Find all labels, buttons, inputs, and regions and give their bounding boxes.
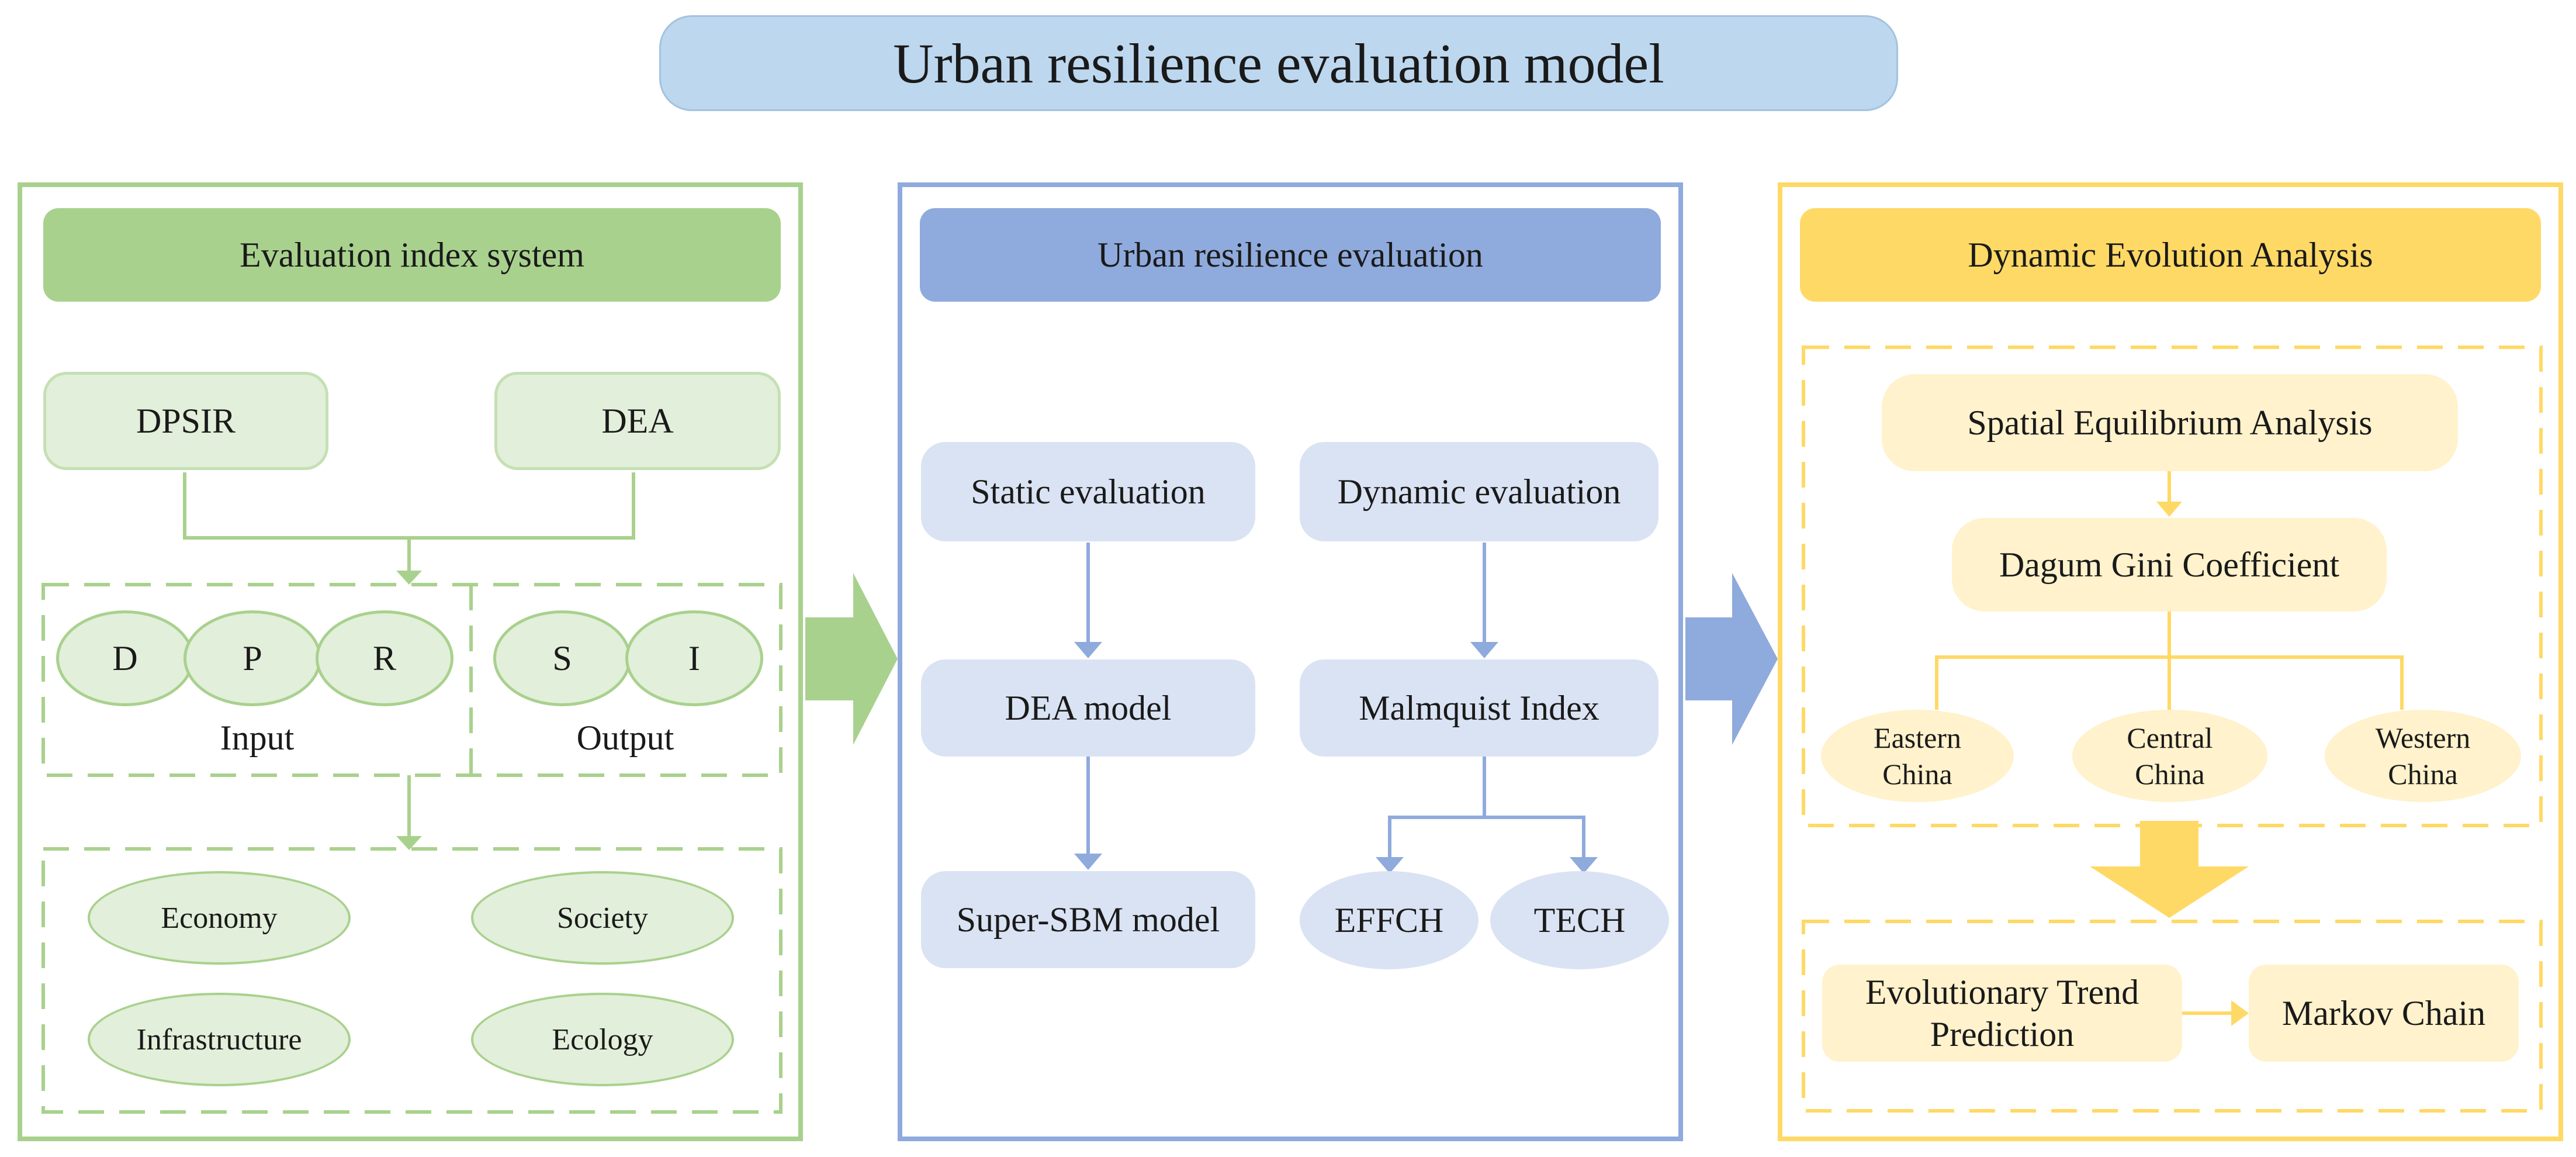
- right-arrow-heads: [2156, 502, 2249, 1026]
- right-connectors: [1935, 471, 2404, 1015]
- category-infrastructure: Infrastructure: [88, 993, 351, 1086]
- label-input: Input: [220, 718, 295, 757]
- node-markov-chain: Markov Chain: [2249, 965, 2519, 1062]
- label-output: Output: [576, 718, 674, 757]
- node-input-p: P: [183, 610, 321, 706]
- header-evaluation-index-system: Evaluation index system: [43, 208, 781, 302]
- node-static-evaluation: Static evaluation: [921, 442, 1255, 541]
- node-effch: EFFCH: [1300, 871, 1479, 969]
- arrow-head-to-categories: [396, 836, 422, 850]
- node-tech: TECH: [1490, 871, 1669, 969]
- left-dashed-frames: [41, 583, 783, 1114]
- node-super-sbm-model: Super-SBM model: [921, 871, 1255, 968]
- node-input-d: D: [56, 610, 194, 706]
- node-spatial-equilibrium-analysis: Spatial Equilibrium Analysis: [1882, 374, 2458, 471]
- node-dynamic-evaluation: Dynamic evaluation: [1300, 442, 1659, 541]
- category-ecology: Ecology: [471, 993, 734, 1086]
- arrow-head-to-input-output: [396, 571, 422, 585]
- header-urban-resilience-evaluation: Urban resilience evaluation: [920, 208, 1661, 302]
- big-arrow-green: [805, 573, 898, 745]
- header-dynamic-evolution-analysis: Dynamic Evolution Analysis: [1800, 208, 2541, 302]
- node-dagum-gini-coefficient: Dagum Gini Coefficient: [1952, 518, 2387, 612]
- node-output-i: I: [625, 610, 763, 706]
- category-society: Society: [471, 871, 734, 965]
- node-malmquist-index: Malmquist Index: [1300, 659, 1659, 757]
- mid-connectors: [1086, 543, 1585, 863]
- big-arrow-blue: [1685, 573, 1778, 745]
- category-economy: Economy: [88, 871, 351, 965]
- node-output-s: S: [493, 610, 631, 706]
- mid-arrow-heads: [1074, 642, 1598, 873]
- right-dashed-frames: [1802, 346, 2543, 1113]
- node-input-r: R: [316, 610, 453, 706]
- left-connectors: [183, 472, 635, 579]
- node-dea-model: DEA model: [921, 659, 1255, 757]
- big-arrow-down-yellow: [2090, 821, 2249, 918]
- node-dpsir: DPSIR: [43, 372, 328, 470]
- diagram-title: Urban resilience evaluation model: [659, 15, 1898, 111]
- node-dea: DEA: [494, 372, 781, 470]
